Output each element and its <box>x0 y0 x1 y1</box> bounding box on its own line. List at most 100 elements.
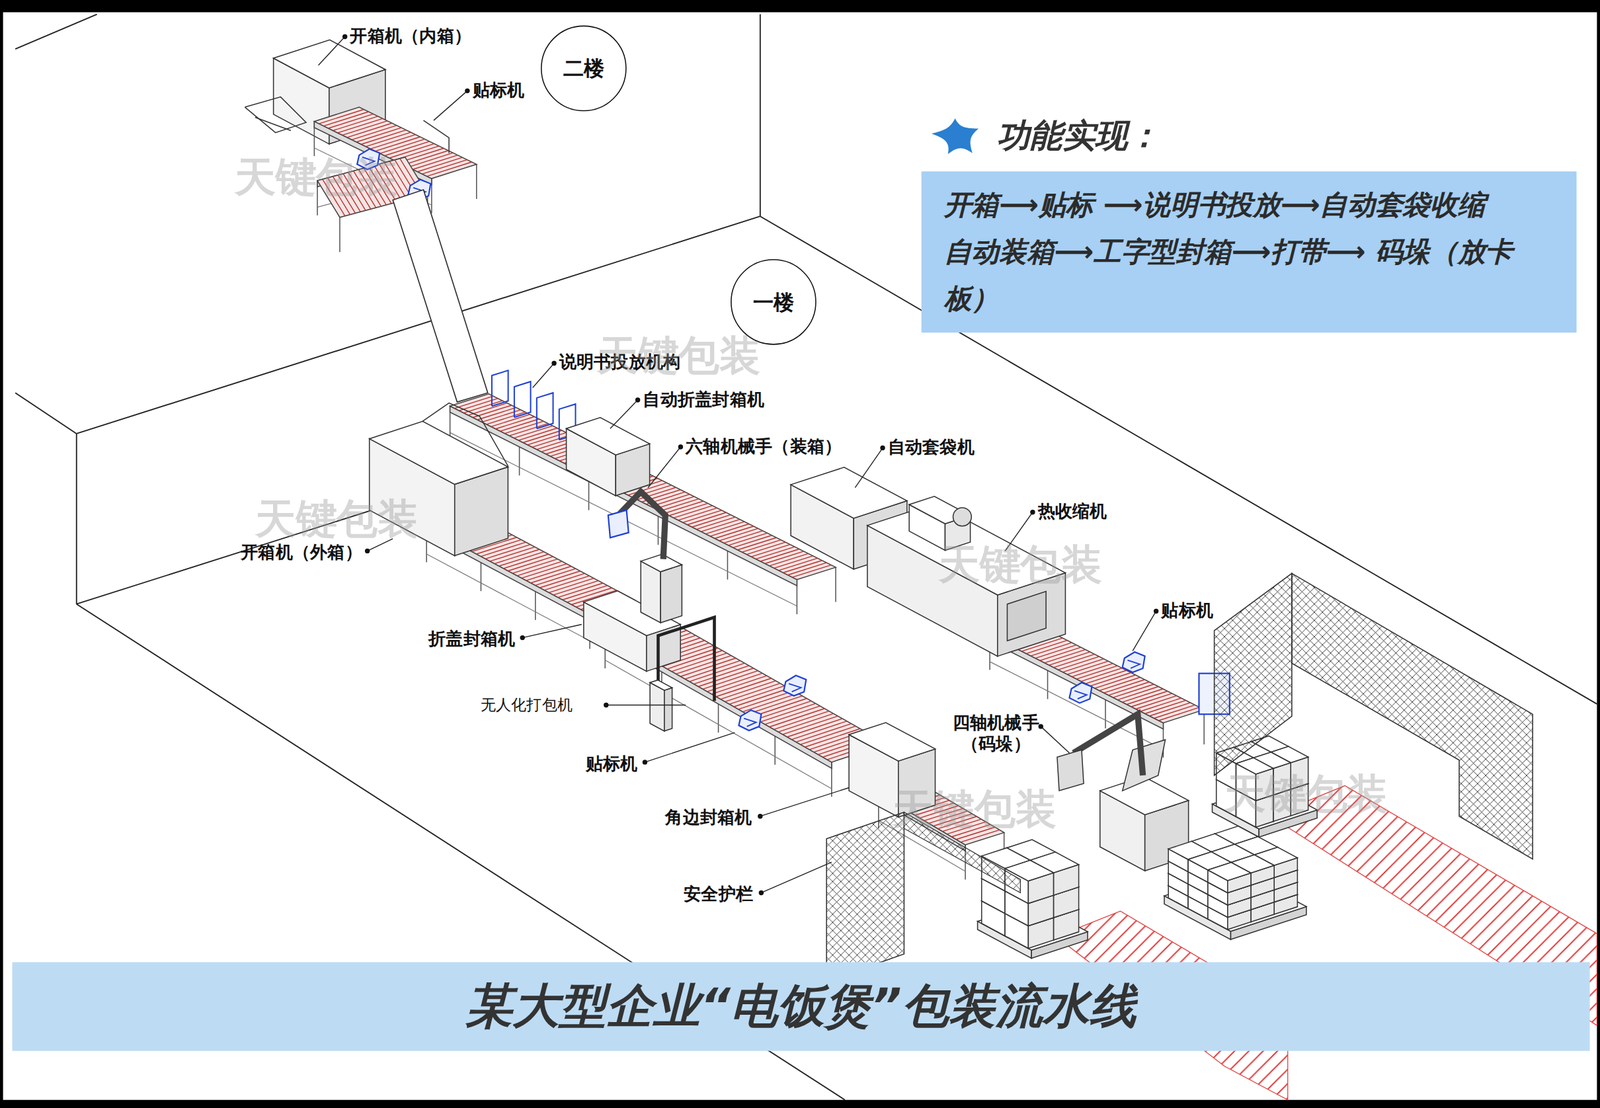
leader-dot <box>520 635 525 640</box>
star-icon <box>927 116 983 158</box>
robot-base <box>1100 776 1189 816</box>
case-sealer <box>566 417 650 455</box>
part-label: 开箱机（内箱） <box>349 24 472 48</box>
floor-circle: 二楼 <box>540 25 627 112</box>
watermark: 天键包装 <box>892 781 1056 838</box>
bagging-machine <box>790 467 908 519</box>
strapping-base <box>649 682 665 732</box>
label-applicator <box>783 675 806 697</box>
conveyor-rail <box>450 432 798 606</box>
label-applicator <box>1069 682 1092 704</box>
panel-heading-row: 功能实现： <box>921 108 1577 166</box>
leader-line <box>522 624 582 639</box>
part-label: 贴标机 <box>1160 599 1214 623</box>
leader-dot <box>757 813 763 819</box>
leader-line <box>606 704 686 706</box>
floor-name: 一楼 <box>753 288 795 317</box>
machine-frame <box>423 120 449 153</box>
machine-frame <box>255 117 291 131</box>
robot-gripper <box>1057 749 1084 791</box>
building-edge <box>759 14 761 217</box>
leader-line <box>610 400 639 429</box>
process-line: 开箱⟶贴标 ⟶说明书投放⟶自动套袋收缩 <box>944 181 1567 229</box>
part-label: 开箱机（外箱） <box>240 540 363 564</box>
part-label: 折盖封箱机 <box>428 627 516 651</box>
insert-frame <box>514 381 531 418</box>
part-label: 无人化打包机 <box>480 696 573 716</box>
fan <box>953 507 972 527</box>
title-band: 某大型企业“电饭煲”包装流水线 <box>12 961 1591 1051</box>
tunnel-opening <box>1006 591 1046 642</box>
label-applicator <box>788 683 802 692</box>
plant <box>15 14 1597 1101</box>
watermark: 天键包装 <box>234 148 399 205</box>
watermark: 天键包装 <box>1224 766 1388 823</box>
leader-dot <box>342 34 348 40</box>
leader-dot <box>364 548 370 554</box>
floor-name: 二楼 <box>563 54 605 83</box>
case-erector <box>369 421 509 484</box>
process-line: 自动装箱⟶工字型封箱⟶打带⟶ 码垛（放卡板） <box>944 228 1567 323</box>
building-edge <box>15 14 97 49</box>
roller-lines <box>609 617 883 760</box>
robot-gripper <box>608 510 629 539</box>
part-label: 角边封箱机 <box>665 805 752 830</box>
part-label: 自动套袋机 <box>887 435 975 459</box>
label-applicator <box>1074 690 1087 699</box>
incline-conveyor <box>392 189 488 402</box>
leader-dot <box>759 890 764 896</box>
leader-dot <box>642 759 648 765</box>
corner-sealer <box>848 722 935 761</box>
title: 某大型企业“电饭煲”包装流水线 <box>465 975 1136 1039</box>
leader-line <box>760 787 849 816</box>
leader-line <box>854 448 883 488</box>
panel-body: 开箱⟶贴标 ⟶说明书投放⟶自动套袋收缩自动装箱⟶工字型封箱⟶打带⟶ 码垛（放卡板… <box>921 171 1577 333</box>
part-label: 自动折盖封箱机 <box>642 387 765 411</box>
part-label: 六轴机械手（装箱） <box>685 434 842 458</box>
part-label: 贴标机 <box>585 751 639 775</box>
machine-frame <box>244 97 307 133</box>
conveyor-leg <box>835 567 837 602</box>
leader-line <box>760 862 832 893</box>
function-panel: 功能实现： 开箱⟶贴标 ⟶说明书投放⟶自动套袋收缩自动装箱⟶工字型封箱⟶打带⟶ 码… <box>921 108 1577 334</box>
conveyor-belt <box>604 615 887 763</box>
leader-line <box>532 362 555 388</box>
building-edge <box>15 392 77 434</box>
machine-frame <box>422 403 509 467</box>
building-edge <box>76 485 449 605</box>
insert-frame <box>491 370 509 406</box>
part-label: 热收缩机 <box>1038 499 1108 523</box>
star-shape <box>931 118 979 155</box>
leader-dot <box>551 360 557 366</box>
leader-line <box>644 732 735 763</box>
robot-base <box>660 564 682 623</box>
part-label: 四轴机械手 （码垛） <box>948 712 1043 756</box>
label-applicator <box>1127 660 1140 669</box>
conveyor-leg <box>476 163 478 199</box>
case-erector <box>273 39 386 88</box>
leader-line <box>318 37 346 66</box>
robot-arm <box>1073 714 1144 776</box>
leader-dot <box>635 397 640 402</box>
insert-frame <box>536 392 554 429</box>
watermark: 天键包装 <box>597 327 761 384</box>
leader-dot <box>678 444 683 449</box>
part-label: 安全护栏 <box>683 882 754 906</box>
leader-line <box>1040 726 1070 754</box>
safety-fence <box>1214 573 1292 776</box>
label-applicator <box>743 718 757 727</box>
leader-dot <box>464 88 470 94</box>
strapping-base <box>649 680 672 691</box>
watermark: 天键包装 <box>938 536 1103 594</box>
strapping-base <box>664 687 673 732</box>
watermark: 天键包装 <box>255 490 419 547</box>
part-label: 贴标机 <box>472 78 525 102</box>
panel-heading: 功能实现： <box>997 114 1161 160</box>
label-applicator <box>738 710 761 731</box>
conveyor-leg <box>339 217 341 252</box>
carton <box>1207 862 1251 881</box>
label-applicator <box>1122 651 1146 673</box>
ground <box>3 12 1598 1101</box>
leader-line <box>1132 610 1156 651</box>
